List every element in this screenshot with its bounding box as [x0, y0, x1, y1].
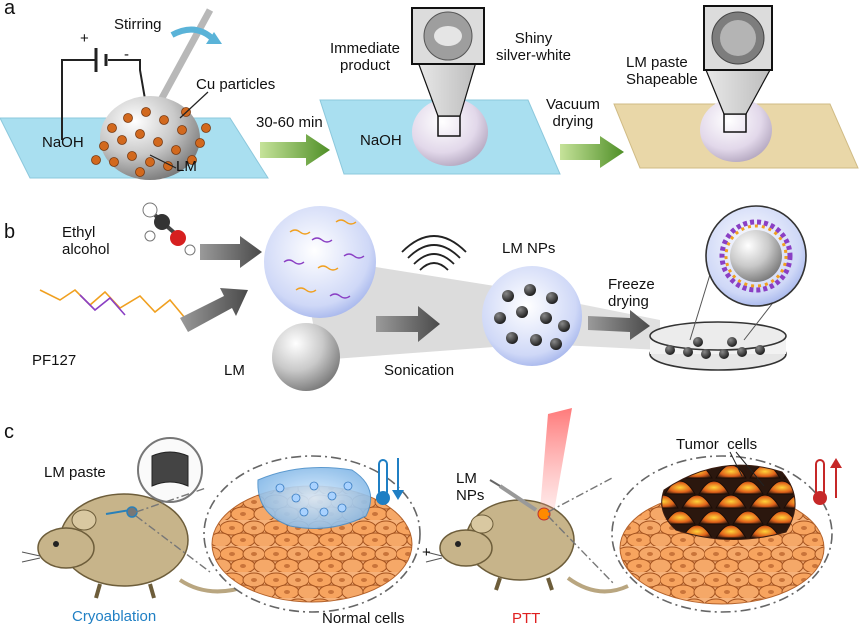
polymer-solution-bubble: [264, 206, 376, 318]
plus-sign: +: [80, 30, 89, 47]
lm-sphere: [272, 323, 340, 391]
mouse-1: [21, 493, 251, 599]
lm-paste-label: LM paste: [44, 464, 106, 481]
lm-paste-pointer: [105, 509, 131, 515]
stirring-arrow-head-icon: [206, 32, 222, 44]
panel-label-a: a: [4, 0, 16, 19]
time-label: 30-60 min: [256, 114, 323, 131]
panel-b-graphics: [39, 202, 807, 391]
np-core: [730, 230, 782, 282]
connector-line-1: [135, 487, 207, 513]
panel-label-b: b: [4, 221, 16, 243]
cu-pointer-line: [179, 91, 209, 119]
np-zoom-line-1: [689, 267, 713, 341]
cu-particles-label: Cu particles: [196, 76, 276, 93]
cryoablation-label: Cryoablation: [72, 608, 157, 625]
immediate-product-blob: [412, 98, 488, 166]
arrow-ethanol: [200, 236, 262, 268]
freeze-drying-label: Freeze drying: [608, 276, 655, 310]
arrow-sonication: [376, 306, 440, 342]
immediate-product-label: Immediate product: [330, 40, 401, 74]
minus-sign: -: [124, 46, 129, 63]
vacuum-drying-label: Vacuum drying: [546, 96, 600, 130]
syringe: [498, 484, 538, 512]
pf127-label: PF127: [32, 352, 77, 369]
tumor-pointer-2: [735, 451, 765, 487]
process-arrow-2: [560, 136, 624, 168]
shiny-label: Shiny silver-white: [496, 30, 572, 64]
ethanol-molecule-icon: [142, 202, 196, 256]
lm-nps-label: LM NPs: [502, 240, 556, 257]
mouse-2: [425, 499, 629, 594]
tumor-site: [537, 507, 551, 521]
polymer-chains: [283, 219, 365, 299]
arrow-pf127: [180, 288, 248, 332]
stirring-label: Stirring: [114, 16, 162, 33]
panel-label-c: c: [4, 421, 14, 443]
tumor-cells-label: Tumor cells: [676, 436, 758, 453]
dried-nanoparticles: [665, 337, 765, 359]
pf127-structure: [39, 288, 186, 319]
lm-label-a: LM: [176, 158, 197, 175]
laser-beam: [540, 408, 572, 512]
ultrasound-waves-icon: [401, 235, 467, 271]
lm-paste-site: [126, 506, 138, 518]
ethyl-alcohol-label: Ethyl alcohol: [62, 224, 110, 258]
ptt-label: PTT: [512, 610, 541, 627]
ice-crystals: [275, 481, 353, 517]
arrow-freeze: [588, 310, 650, 340]
lm-nps-label-c: LM NPs: [456, 470, 485, 504]
lm-label-b: LM: [224, 362, 245, 379]
lm-paste-blob: [700, 98, 772, 162]
cu-particles: [91, 107, 211, 177]
naoh-label-2: NaOH: [360, 132, 402, 149]
panel-a-graphics: [0, 5, 859, 180]
naoh-label-1: NaOH: [42, 134, 84, 151]
tumor-pointer-1: [729, 451, 743, 477]
plus-between-mice: +: [422, 544, 431, 561]
hot-thermometer-icon: [815, 459, 825, 497]
np-polymer-shell: [719, 219, 793, 293]
lm-nanoparticles: [494, 284, 570, 350]
lm-paste-sheet: [151, 451, 189, 487]
process-arrow-1: [260, 134, 330, 166]
connector-line-3: [547, 477, 613, 513]
lm-pointer-line: [149, 154, 177, 169]
normal-cells-label: Normal cells: [322, 610, 405, 627]
sonication-label: Sonication: [384, 362, 455, 379]
cold-thermometer-icon: [378, 459, 388, 497]
cryo-region: [257, 467, 372, 529]
panel-c-graphics: [21, 408, 842, 613]
lm-paste-shapeable-label: LM paste Shapeable: [626, 54, 698, 88]
